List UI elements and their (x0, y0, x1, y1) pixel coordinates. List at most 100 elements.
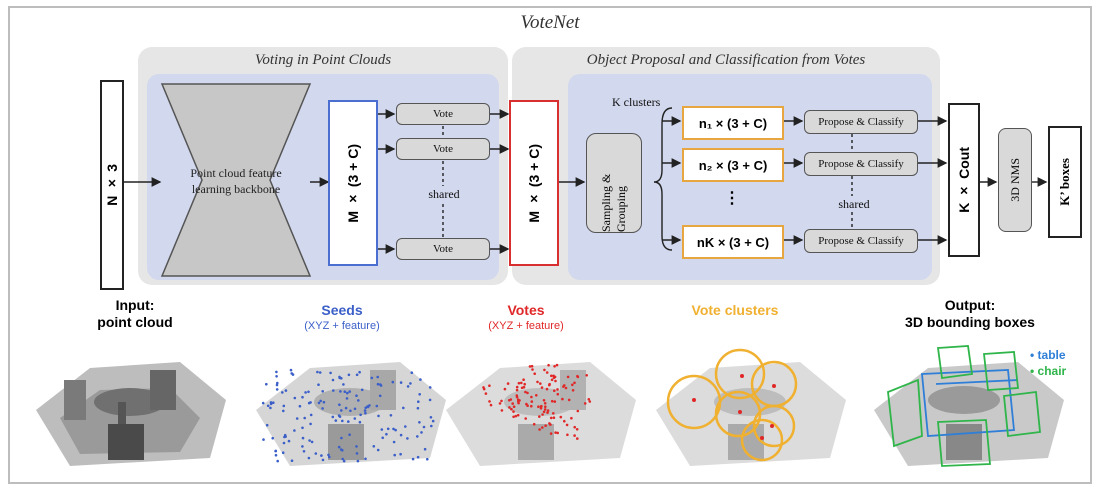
seed-point (304, 391, 307, 394)
seed-point (346, 391, 349, 395)
vote-point (508, 406, 511, 409)
seed-point (269, 401, 273, 404)
output-bounding-boxes-image (874, 345, 1064, 467)
seed-point (389, 414, 393, 417)
vote-point (520, 381, 523, 385)
seed-point (274, 453, 278, 457)
seed-point (287, 439, 291, 443)
seed-point (376, 382, 380, 386)
nms-label: 3D NMS (1007, 158, 1022, 202)
seed-point (293, 396, 297, 400)
seed-point (422, 425, 426, 429)
seed-point (419, 378, 422, 381)
seed-point (394, 428, 397, 432)
voting-section-title: Voting in Point Clouds (254, 52, 392, 68)
seed-point (282, 441, 286, 445)
caption-vote-clusters: Vote clusters (691, 302, 779, 318)
cluster-ellipsis: ⋮ (724, 190, 740, 207)
input-points-box: N × 3 (100, 80, 124, 290)
seed-point (391, 380, 395, 384)
seed-point (348, 390, 351, 393)
final-boxes-label: K’ boxes (1057, 158, 1072, 206)
vote-point (520, 386, 524, 390)
seeds-feature-box: M × (3 + C) (328, 100, 378, 266)
seed-point (265, 382, 268, 386)
vote-point (488, 400, 491, 403)
vote-point (576, 409, 580, 413)
vote-point (566, 375, 570, 379)
seed-point (298, 404, 302, 408)
seed-point (348, 433, 351, 436)
seed-point (368, 404, 371, 407)
vote-point (506, 382, 510, 385)
seed-point (375, 404, 379, 408)
vote-point (570, 416, 573, 420)
proposals-output-label: K × Cout (956, 147, 972, 213)
seed-point (426, 457, 429, 461)
vote-point (566, 433, 569, 437)
seed-point (344, 406, 348, 410)
seed-point (337, 445, 341, 449)
seed-point (417, 400, 420, 403)
vote-point (524, 417, 527, 420)
vote-point (587, 398, 591, 401)
cluster-box-2-label: n₂ × (3 + C) (698, 157, 768, 173)
vote-point (509, 398, 513, 401)
vote-point (522, 378, 525, 381)
vote-point (540, 404, 543, 408)
vote-module-1: Vote (396, 103, 490, 125)
seed-point (302, 450, 306, 453)
vote-point (556, 392, 560, 396)
backbone-label: Point cloud feature learning backbone (190, 166, 282, 196)
vote-point (542, 410, 546, 414)
seed-point (347, 420, 350, 423)
seed-point (406, 437, 409, 440)
cluster-box-1: n₁ × (3 + C) (682, 106, 784, 140)
seed-point (301, 445, 304, 448)
seed-point (420, 431, 423, 434)
vote-clusters-point-cloud-image (656, 348, 846, 466)
vote-point (482, 387, 486, 391)
vote-point (573, 434, 576, 437)
seed-point (416, 406, 420, 410)
vote-point (549, 416, 553, 420)
vote-point (531, 368, 534, 371)
seed-point (339, 390, 342, 393)
vote-point (541, 413, 544, 416)
seed-point (416, 455, 420, 459)
seed-point (275, 370, 278, 374)
vote-point (553, 400, 557, 403)
seed-point (364, 457, 367, 461)
propose-classify-1: Propose & Classify (804, 110, 918, 134)
seeds-point-cloud-image (256, 362, 446, 466)
seed-point (356, 459, 360, 463)
seed-point (282, 404, 286, 408)
vote-point (488, 384, 491, 387)
seed-point (428, 398, 432, 402)
seed-point (307, 456, 311, 460)
seed-point (386, 427, 390, 431)
seed-point (355, 394, 358, 397)
seed-point (399, 452, 402, 456)
seed-point (309, 401, 312, 404)
vote-point (583, 402, 587, 405)
vote-point (515, 385, 519, 389)
vote-point (526, 404, 529, 407)
vote-point (512, 405, 516, 408)
cluster-box-k-label: nK × (3 + C) (696, 234, 770, 250)
seed-point (269, 406, 272, 410)
seed-point (261, 401, 265, 405)
vote-point (575, 428, 579, 431)
seed-point (347, 373, 351, 377)
propose-classify-2: Propose & Classify (804, 152, 918, 176)
vote-point (530, 395, 533, 399)
legend-table: • table (1030, 348, 1066, 362)
vote-point (512, 410, 515, 413)
vote-point (576, 437, 579, 440)
caption-seeds: Seeds (321, 302, 363, 318)
vote-point (576, 374, 579, 378)
seed-point (328, 455, 331, 459)
seed-point (358, 420, 362, 424)
seed-point (357, 399, 360, 402)
seed-point (418, 393, 421, 396)
